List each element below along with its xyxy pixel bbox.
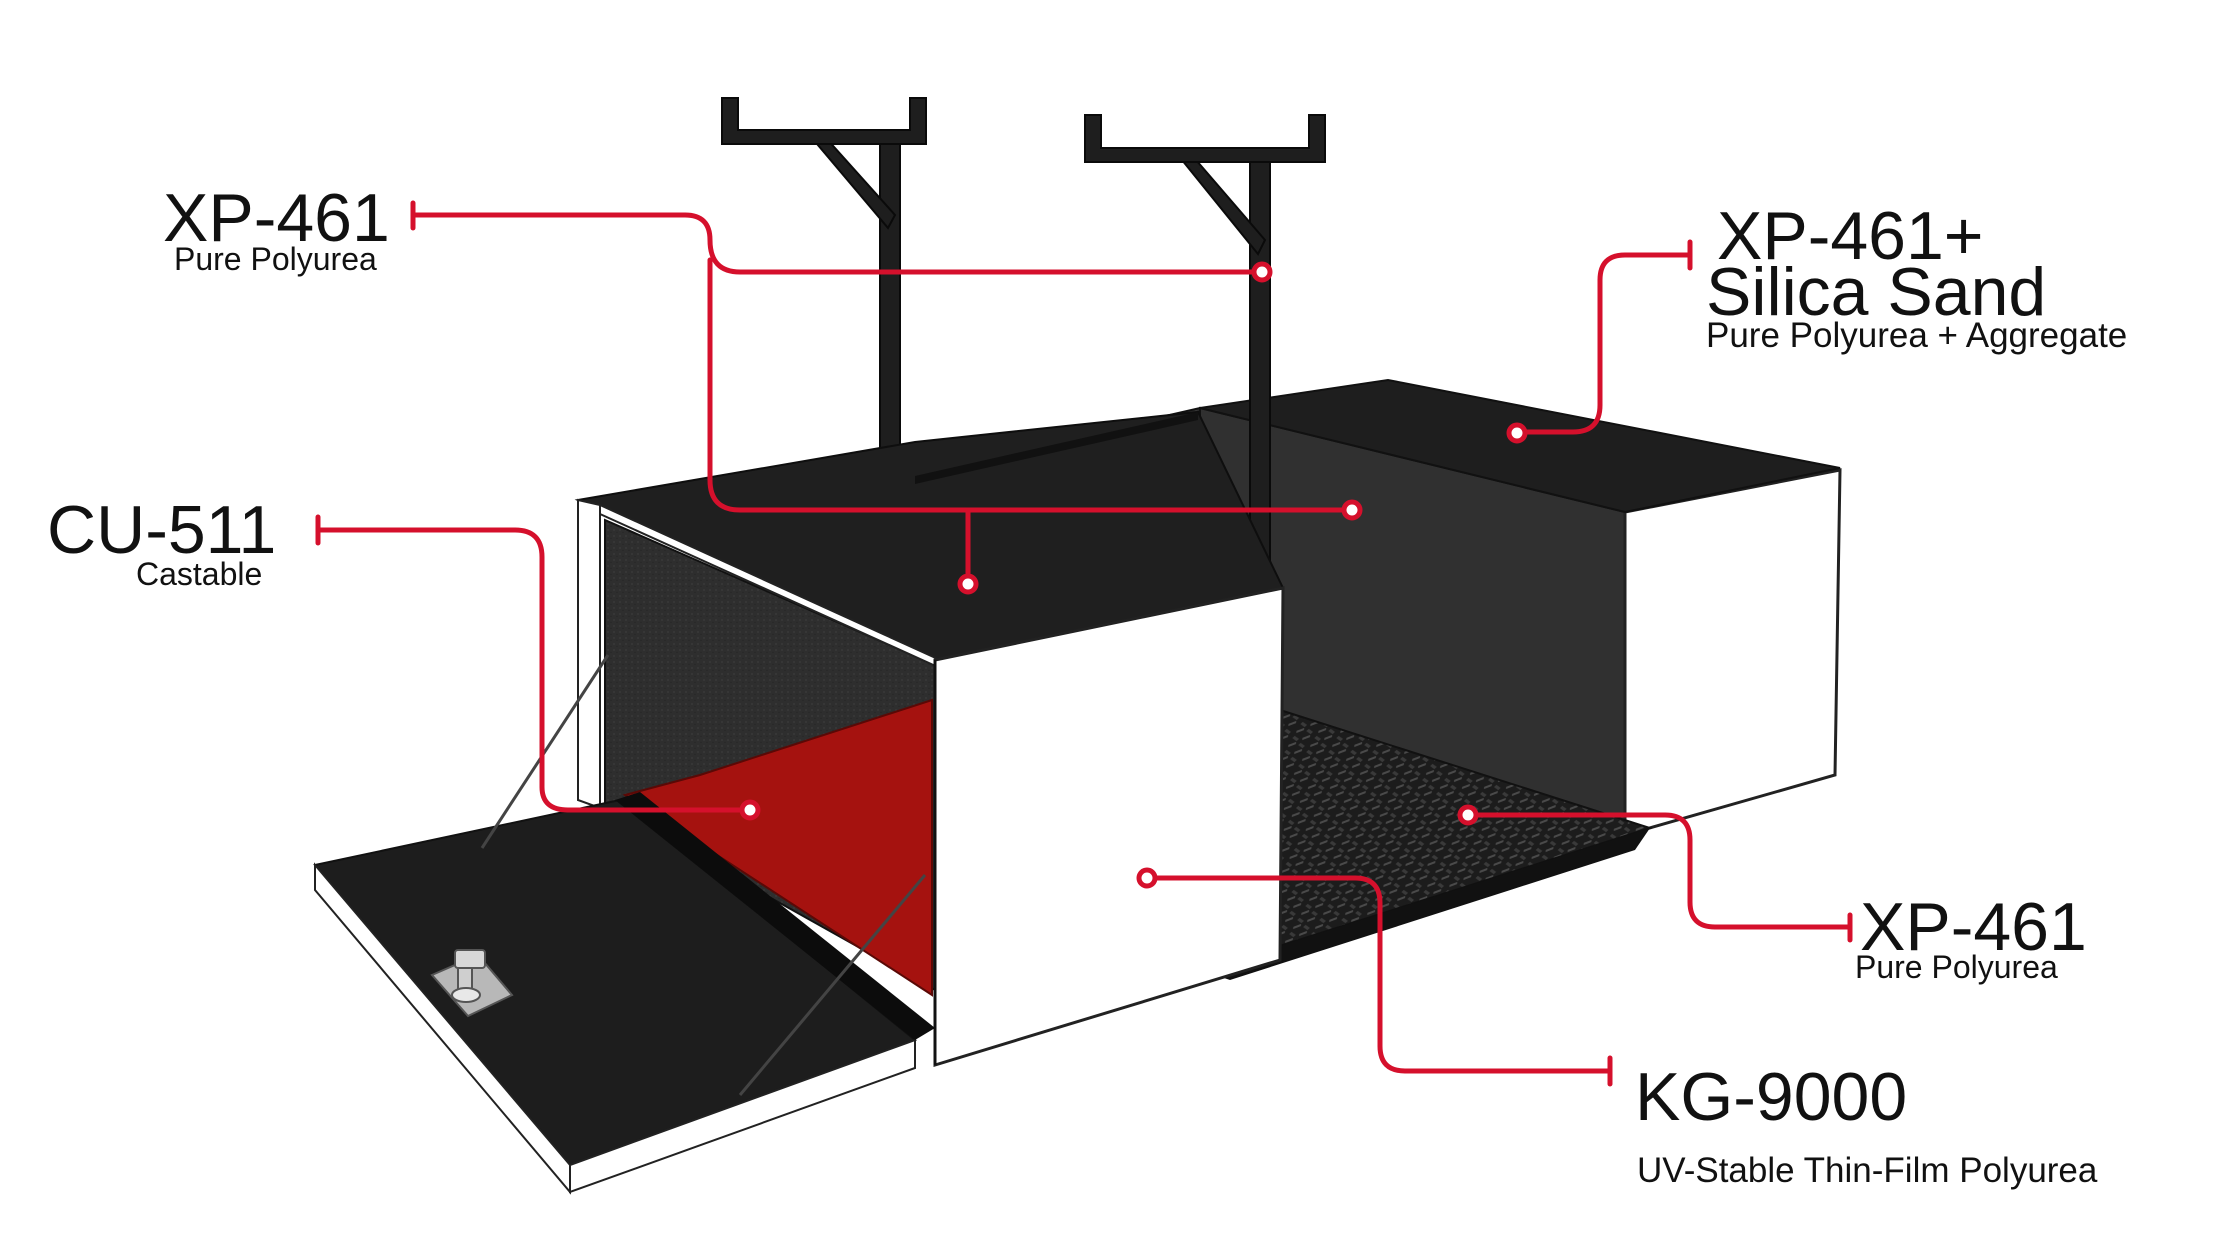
ladder-rack (721, 97, 1326, 566)
latch-body (454, 949, 486, 969)
left-box-end-wall (933, 586, 1285, 1068)
callout-xp461-rack-subtitle: Pure Polyurea (174, 241, 377, 277)
callout-cu511-title: CU-511 (47, 492, 277, 568)
t-handle-latch (430, 949, 514, 1018)
callout-xp461-floor-title: XP-461 (1860, 889, 2087, 965)
callout-xp461-silica-subtitle: Pure Polyurea + Aggregate (1706, 316, 2128, 355)
leader-xp461-rack (410, 200, 1363, 595)
callout-cu511-subtitle: Castable (136, 556, 263, 592)
callout-xp461-silica-title2: Silica Sand (1706, 254, 2047, 330)
leader-xp461-floor (1457, 804, 1853, 943)
left-box-lid-inner-edge (915, 412, 1198, 484)
callout-kg9000-title: KG-9000 (1635, 1059, 1908, 1135)
support-cable-right (738, 874, 927, 1096)
diamond-plate-edge (1215, 828, 1650, 980)
rack-post-right (1249, 159, 1271, 566)
castable-red-floor (622, 698, 933, 997)
latch-knob (451, 987, 481, 1003)
callout-lines (315, 200, 1853, 1087)
right-box-end-wall (1623, 468, 1842, 837)
left-box-front-frame (577, 498, 601, 810)
support-cable-left (480, 654, 610, 849)
left-box (574, 410, 1285, 1068)
leader-xp461-silica (1506, 239, 1693, 444)
rack-post-left (879, 137, 901, 469)
right-box-lid (1199, 378, 1841, 514)
rack-crossbar-right (1084, 114, 1326, 163)
leader-cu511 (315, 514, 761, 821)
leader-kg9000 (1136, 867, 1613, 1087)
tailgate-door (313, 654, 935, 1195)
callout-xp461-rack-title: XP-461 (163, 180, 390, 256)
tailgate-door-bottom-edge (569, 1038, 916, 1194)
callout-kg9000-subtitle: UV-Stable Thin-Film Polyurea (1637, 1151, 2098, 1190)
callout-xp461-silica-title: XP-461+ (1717, 198, 1984, 274)
callout-xp461-floor-subtitle: Pure Polyurea (1855, 949, 2058, 985)
rack-crossbar-left (721, 97, 927, 145)
tailgate-hinge-strip (615, 792, 935, 1040)
